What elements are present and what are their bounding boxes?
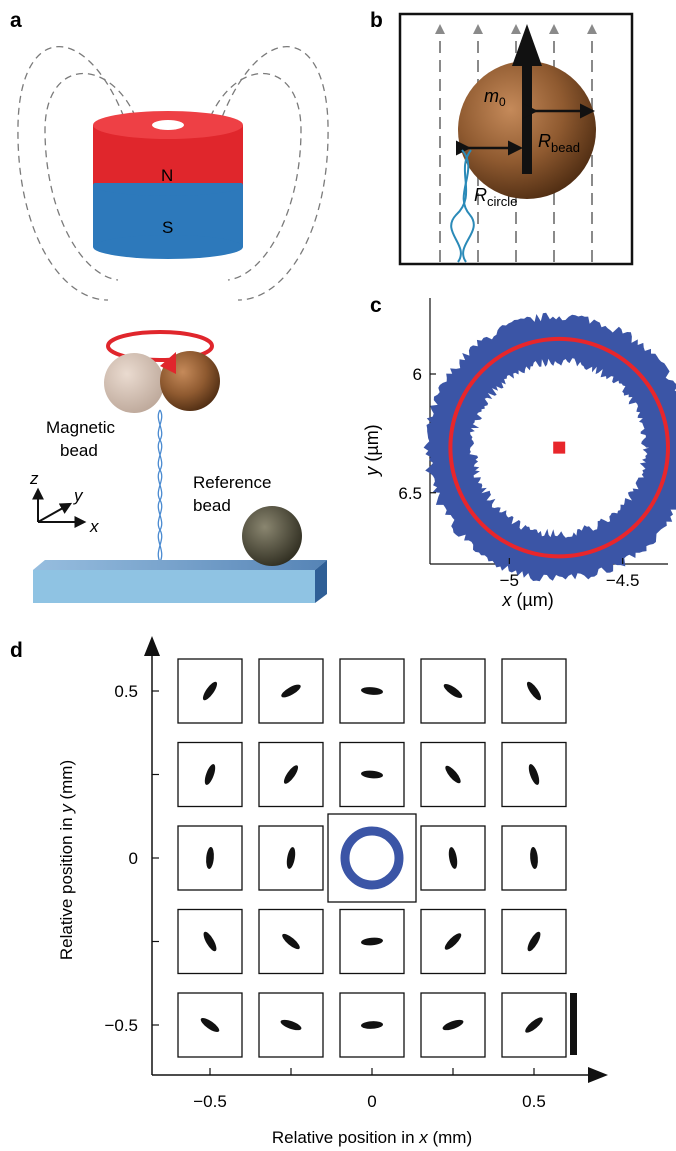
d-blob-1-0 <box>204 764 216 785</box>
d-ytick-label-1: 0 <box>129 849 138 868</box>
d-blob-0-3 <box>443 683 463 699</box>
c-xlabel: x (µm) <box>501 590 553 610</box>
d-scale-bar <box>570 993 577 1055</box>
magnetic-bead-label-2: bead <box>60 441 98 460</box>
magnet-north-label: N <box>161 166 173 185</box>
c-ylabel: y (µm) <box>362 424 382 477</box>
d-y-axis-arrow <box>144 636 160 656</box>
d-blob-4-4 <box>525 1017 543 1033</box>
dna-tether <box>157 409 163 563</box>
panel-a: a N S <box>10 9 329 603</box>
d-box-2-4 <box>501 825 567 891</box>
magnet: N S <box>93 111 243 259</box>
d-blob-0-0 <box>202 681 218 701</box>
d-blob-2-1 <box>286 847 296 869</box>
c-xtick-label-1: −4.5 <box>606 571 640 590</box>
d-ytick-label-0: 0.5 <box>114 682 138 701</box>
panel-d-label: d <box>10 639 23 662</box>
d-blob-0-1 <box>281 684 301 698</box>
d-xtick-label-1: 0 <box>367 1092 376 1111</box>
panel-c-label: c <box>370 294 382 317</box>
d-blob-4-2 <box>361 1021 383 1029</box>
rotation-arrow-head <box>160 352 176 374</box>
reference-bead <box>242 506 302 566</box>
reference-bead-label-1: Reference <box>193 473 271 492</box>
panel-d: d 0.5 0 −0.5 −0.5 0 0.5 Relative position in … <box>10 636 608 1147</box>
d-xtick-label-2: 0.5 <box>522 1092 546 1111</box>
reference-bead-label-2: bead <box>193 496 231 515</box>
rotation-ring <box>106 330 214 362</box>
magnet-south-label: S <box>162 218 173 237</box>
d-xtick-label-0: −0.5 <box>193 1092 227 1111</box>
d-xlabel: Relative position in x (mm) <box>272 1128 472 1147</box>
d-blob-4-0 <box>200 1017 220 1033</box>
d-blob-1-1 <box>283 765 299 784</box>
d-blob-3-4 <box>527 931 541 952</box>
d-blob-2-0 <box>206 847 214 869</box>
d-center-ring <box>340 826 404 890</box>
d-blob-1-3 <box>445 765 461 784</box>
coordinate-axes <box>32 487 87 528</box>
r-bead-label: Rbead <box>538 131 580 155</box>
moment-arrow-shaft <box>522 62 532 174</box>
d-blob-2-3 <box>448 847 458 869</box>
axis-x-label: x <box>89 517 99 536</box>
d-blob-1-4 <box>528 764 540 785</box>
magnetic-bead-ghost <box>104 353 164 413</box>
plot-c: 6.5 6 −5 −4.5 <box>398 298 676 590</box>
c-trace-ring <box>423 312 676 582</box>
axis-y-label: y <box>73 486 84 505</box>
d-blob-0-4 <box>526 681 542 701</box>
d-blob-1-2 <box>361 770 383 779</box>
field-lines-right <box>205 45 329 301</box>
d-blob-4-3 <box>442 1019 464 1031</box>
d-ylabel: Relative position in y (mm) <box>57 760 76 960</box>
r-circle-label: Rcircle <box>474 185 517 209</box>
surface-slab <box>33 560 327 603</box>
axis-z-label: z <box>29 469 39 488</box>
d-blob-0-2 <box>361 687 383 695</box>
c-xtick-label-0: −5 <box>500 571 519 590</box>
moment-arrow-head <box>512 24 542 66</box>
magnetic-bead-label-1: Magnetic <box>46 418 115 437</box>
field-lines-left <box>17 45 141 301</box>
d-blob-3-2 <box>361 937 383 946</box>
c-fit-circle <box>448 336 671 559</box>
d-blob-3-3 <box>444 933 462 950</box>
m0-label: m0 <box>484 86 506 109</box>
c-center-marker <box>553 441 566 454</box>
d-blob-3-1 <box>282 933 300 950</box>
d-blob-2-4 <box>530 847 538 869</box>
d-blob-3-0 <box>203 931 217 952</box>
d-box-4-3 <box>420 992 486 1058</box>
panel-b: b m0 Rbead Rcircle <box>370 9 634 266</box>
panel-a-label: a <box>10 9 22 32</box>
plot-d: 0.5 0 −0.5 −0.5 0 0.5 <box>104 636 608 1111</box>
d-box-4-1 <box>258 992 324 1058</box>
d-blob-4-1 <box>280 1019 302 1031</box>
d-x-axis-arrow <box>588 1067 608 1083</box>
panel-c: c 6.5 6 −5 −4.5 y (µm) x (µm) <box>362 294 676 610</box>
d-ytick-label-2: −0.5 <box>104 1016 138 1035</box>
c-ytick-label-0: 6.5 <box>398 484 422 503</box>
c-ytick-label-1: 6 <box>413 365 422 384</box>
panel-b-label: b <box>370 9 383 32</box>
dna-b <box>450 149 475 263</box>
